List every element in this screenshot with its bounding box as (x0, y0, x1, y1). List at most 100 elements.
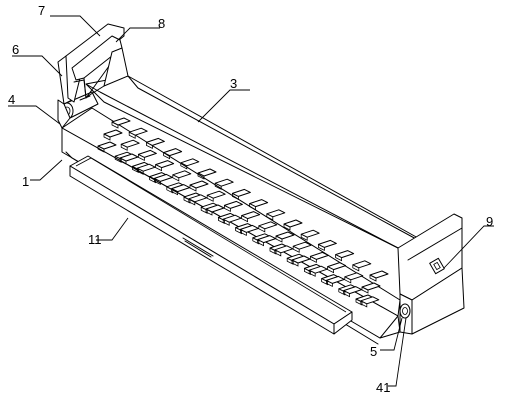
key-side (343, 290, 350, 298)
key (241, 211, 261, 220)
key-side (235, 227, 242, 235)
label-11: 11 (88, 232, 102, 247)
key (222, 214, 242, 223)
key (111, 117, 131, 126)
key (137, 149, 157, 158)
key (153, 173, 173, 182)
key-side (283, 224, 291, 231)
key (128, 127, 148, 136)
key-side (197, 173, 205, 180)
key-side (252, 237, 260, 245)
label-5: 5 (370, 344, 377, 359)
key-side (258, 225, 266, 233)
key (155, 160, 175, 169)
key (309, 251, 329, 260)
key-side (172, 174, 180, 182)
key-side (206, 195, 214, 202)
key-side (355, 299, 363, 306)
label-4: 4 (8, 92, 15, 107)
key-side (241, 215, 248, 223)
key-side (171, 188, 178, 196)
key-side (257, 239, 264, 247)
key (172, 170, 192, 179)
key-side (111, 122, 119, 129)
key-side (224, 205, 231, 213)
key (292, 241, 312, 250)
key-side (275, 236, 283, 243)
key-side (214, 183, 222, 190)
key-side (205, 209, 213, 216)
key (171, 184, 191, 193)
key-side (300, 234, 308, 241)
key (327, 262, 347, 271)
key (206, 190, 226, 199)
key (308, 265, 328, 274)
key (136, 163, 156, 172)
key-side (189, 185, 197, 192)
key-side (103, 134, 111, 141)
key-side (360, 300, 368, 308)
key (361, 282, 381, 291)
key-side (232, 193, 239, 201)
key-side (304, 268, 311, 276)
key-side (222, 219, 230, 226)
key-side (274, 249, 282, 257)
left-support-and-screen (57, 23, 129, 105)
key (291, 255, 311, 264)
key-side (369, 275, 377, 282)
key (335, 250, 355, 259)
key-side (166, 186, 174, 194)
key-side (180, 162, 188, 170)
key-side (128, 132, 136, 139)
label-3: 3 (230, 76, 237, 91)
key (197, 168, 217, 177)
left-end-block (57, 99, 71, 129)
key (120, 139, 140, 148)
key-side (344, 276, 352, 284)
key (344, 272, 364, 281)
key (352, 260, 372, 269)
key-side (114, 156, 122, 163)
key (300, 229, 320, 238)
key-side (138, 154, 145, 162)
base-housing (61, 107, 401, 345)
key-grid (97, 117, 389, 308)
key-side (136, 168, 144, 175)
key (188, 194, 208, 203)
key-side (188, 198, 196, 206)
key (249, 199, 269, 208)
key-side (308, 270, 316, 277)
key-side (154, 178, 161, 186)
key-side (249, 203, 256, 211)
key-side (218, 217, 225, 225)
label-9: 9 (486, 214, 493, 229)
key-side (149, 176, 156, 184)
label-41: 41 (376, 380, 390, 395)
key (325, 275, 345, 284)
key-side (146, 142, 153, 150)
key (266, 209, 286, 218)
right-end-block (397, 213, 465, 335)
key (317, 239, 337, 248)
key-side (120, 144, 128, 151)
key (119, 153, 139, 162)
key (97, 141, 117, 150)
key-side (240, 229, 247, 237)
key (163, 148, 183, 157)
key (103, 129, 123, 138)
key (283, 219, 303, 228)
key-side (310, 256, 317, 264)
key-side (266, 213, 274, 221)
key (274, 245, 294, 254)
key-side (352, 264, 360, 272)
key-side (163, 152, 170, 160)
drawer-tray (69, 155, 353, 335)
key (180, 158, 200, 167)
key (214, 178, 234, 187)
label-8: 8 (158, 16, 165, 31)
key (369, 270, 389, 279)
key-side (269, 248, 277, 255)
key (145, 137, 165, 146)
key (343, 286, 363, 295)
